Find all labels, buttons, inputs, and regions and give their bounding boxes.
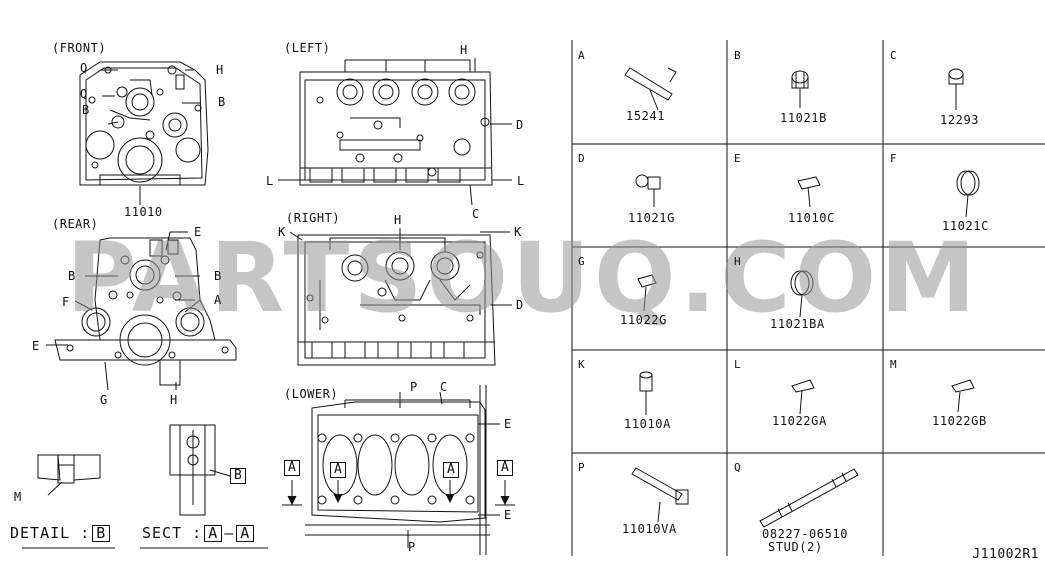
cell-part: 11010VA xyxy=(622,522,677,536)
detail-b-title: DETAIL :B xyxy=(10,525,112,542)
section-marker-a: A xyxy=(284,460,300,476)
callout-q: Q xyxy=(80,87,88,101)
cell-part: 11022GB xyxy=(932,414,987,428)
callout-q: Q xyxy=(80,61,88,75)
view-title-front: (FRONT) xyxy=(52,41,107,55)
section-marker-a: A xyxy=(330,462,346,478)
section-title-prefix: SECT : xyxy=(142,524,203,542)
dowel-icon xyxy=(637,274,657,312)
cap-icon xyxy=(956,170,980,218)
section-aa-drawing xyxy=(140,424,268,549)
right-view-drawing xyxy=(289,228,512,366)
plug-icon xyxy=(948,68,964,110)
callout-p: P xyxy=(410,380,418,394)
section-title-to: A xyxy=(236,525,255,542)
section-title-dash: — xyxy=(224,524,235,542)
cell-part: 08227-06510 xyxy=(762,527,849,541)
cell-code: F xyxy=(890,152,897,165)
lower-view-drawing xyxy=(282,385,515,555)
cap-icon xyxy=(790,270,814,318)
detail-title-prefix: DETAIL : xyxy=(10,524,91,542)
callout-e: E xyxy=(504,508,512,522)
cell-code: A xyxy=(578,49,585,62)
callout-k: K xyxy=(514,225,522,239)
callout-b: B xyxy=(82,103,90,117)
cell-part: 11022G xyxy=(620,313,667,327)
cell-part: 11021C xyxy=(942,219,989,233)
dowel-icon xyxy=(951,379,975,413)
detail-b-drawing xyxy=(22,454,115,549)
callout-c: C xyxy=(472,207,480,221)
cell-part: 11021BA xyxy=(770,317,825,331)
front-part-number: 11010 xyxy=(124,205,163,219)
cell-code: M xyxy=(890,358,897,371)
callout-d: D xyxy=(516,118,524,132)
cell-code: D xyxy=(578,152,585,165)
detail-b-marker: B xyxy=(230,468,246,484)
view-title-right: (RIGHT) xyxy=(286,211,341,225)
callout-a: A xyxy=(214,293,222,307)
section-marker-a: A xyxy=(497,460,513,476)
cell-code: P xyxy=(578,461,585,474)
cell-part-qty: STUD(2) xyxy=(768,540,823,554)
callout-h: H xyxy=(170,393,178,407)
callout-p: P xyxy=(408,540,416,554)
callout-b: B xyxy=(68,269,76,283)
pin-icon xyxy=(624,67,677,111)
front-view-drawing xyxy=(79,61,209,205)
cell-code: C xyxy=(890,49,897,62)
dowel-icon xyxy=(797,176,821,208)
callout-f: F xyxy=(62,295,70,309)
parts-table-grid xyxy=(571,40,1045,556)
callout-b: B xyxy=(218,95,226,109)
cylinder-icon xyxy=(639,371,653,415)
watermark-text: PARTSOUQ.COM xyxy=(66,222,980,334)
cell-code: Q xyxy=(734,461,741,474)
callout-h: H xyxy=(460,43,468,57)
view-title-rear: (REAR) xyxy=(52,217,99,231)
callout-l: L xyxy=(266,174,274,188)
cell-code: G xyxy=(578,255,585,268)
diagram-code: J11002R1 xyxy=(972,547,1039,562)
callout-d: D xyxy=(516,298,524,312)
callout-l: L xyxy=(517,174,525,188)
section-title-from: A xyxy=(204,525,223,542)
section-aa-title: SECT :A—A xyxy=(142,525,256,542)
cell-code: L xyxy=(734,358,741,371)
cell-code: H xyxy=(734,255,741,268)
cell-part: 11021G xyxy=(628,211,675,225)
cell-part: 15241 xyxy=(626,109,666,123)
cell-code: E xyxy=(734,152,741,165)
callout-e: E xyxy=(194,225,202,239)
cell-code: K xyxy=(578,358,585,371)
callout-k: K xyxy=(278,225,286,239)
plug-icon xyxy=(635,174,661,207)
callout-g: G xyxy=(100,393,108,407)
callout-m: M xyxy=(14,490,22,504)
callout-e: E xyxy=(32,339,40,353)
cell-code: B xyxy=(734,49,741,62)
dowel-icon xyxy=(791,379,815,415)
view-title-lower: (LOWER) xyxy=(284,387,339,401)
left-view-drawing xyxy=(278,58,512,206)
bolt-icon xyxy=(631,467,689,523)
cell-part: 11010C xyxy=(788,211,835,225)
stud-icon xyxy=(759,468,859,528)
view-title-left: (LEFT) xyxy=(284,41,331,55)
section-marker-a: A xyxy=(443,462,459,478)
callout-h: H xyxy=(216,63,224,77)
cell-part: 11010A xyxy=(624,417,671,431)
cell-part: 11021B xyxy=(780,111,827,125)
rear-view-drawing xyxy=(46,231,237,391)
callout-b: B xyxy=(214,269,222,283)
plug-icon xyxy=(791,70,809,108)
detail-title-box: B xyxy=(92,525,111,542)
callout-e: E xyxy=(504,417,512,431)
callout-c: C xyxy=(440,380,448,394)
cell-part: 12293 xyxy=(940,113,980,127)
cell-part: 11022GA xyxy=(772,414,827,428)
callout-h: H xyxy=(394,213,402,227)
